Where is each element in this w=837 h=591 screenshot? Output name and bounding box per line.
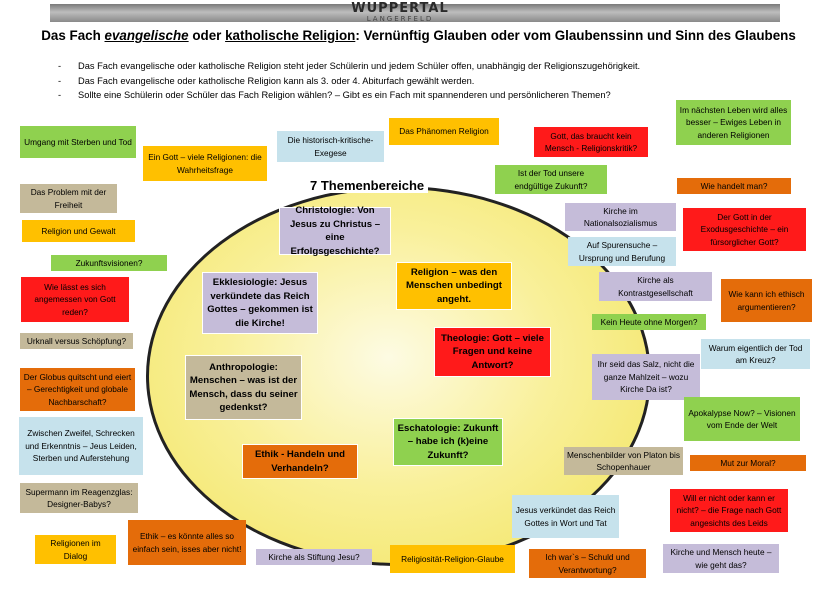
topic-box: Die historisch-kritische-Exegese <box>277 131 384 162</box>
topic-box: Kein Heute ohne Morgen? <box>592 314 706 330</box>
topic-box: Will er nicht oder kann er nicht? – die … <box>670 489 788 532</box>
topic-box: Urknall versus Schöpfung? <box>20 333 133 349</box>
core-topic-theologie: Theologie: Gott – viele Fragen und keine… <box>434 327 551 377</box>
themes-title: 7 Themenbereiche <box>306 178 429 193</box>
school-logo: WUPPERTAL LANGERFELD <box>340 2 460 23</box>
topic-box: Kirche im Nationalsozialismus <box>565 203 676 231</box>
intro-item: Sollte eine Schülerin oder Schüler das F… <box>58 88 640 103</box>
topic-box: Jesus verkündet das Reich Gottes in Wort… <box>512 495 619 538</box>
topic-box: Ich war`s – Schuld und Verantwortung? <box>529 549 646 578</box>
topic-box: Religionen im Dialog <box>35 535 116 564</box>
core-topic-anthropologie: Anthropologie: Menschen – was ist der Me… <box>185 355 302 420</box>
topic-box: Ihr seid das Salz, nicht die ganze Mahlz… <box>592 354 700 400</box>
topic-box: Der Globus quitscht und eiert – Gerechti… <box>20 368 135 411</box>
logo-sub: LANGERFELD <box>366 15 434 23</box>
topic-box: Der Gott in der Exodusgeschichte – ein f… <box>683 208 806 251</box>
core-topic-religion: Religion – was den Menschen unbedingt an… <box>396 262 512 310</box>
topic-box: Warum eigentlich der Tod am Kreuz? <box>701 339 810 369</box>
topic-box: Kirche als Stiftung Jesu? <box>256 549 372 565</box>
logo-main: WUPPERTAL <box>351 1 449 16</box>
topic-box: Ist der Tod unsere endgültige Zukunft? <box>495 165 607 194</box>
header-bar <box>50 4 780 22</box>
topic-box: Kirche als Kontrastgesellschaft <box>599 272 712 301</box>
topic-box: Mut zur Moral? <box>690 455 806 471</box>
topic-box: Wie handelt man? <box>677 178 791 194</box>
topic-box: Zukunftsvisionen? <box>51 255 167 271</box>
core-topic-ekklesiologie: Ekklesiologie: Jesus verkündete das Reic… <box>202 272 318 334</box>
intro-list: Das Fach evangelische oder katholische R… <box>58 59 640 103</box>
topic-box: Gott, das braucht kein Mensch - Religion… <box>534 127 648 157</box>
page-title: Das Fach evangelische oder katholische R… <box>41 28 796 43</box>
topic-box: Auf Spurensuche – Ursprung und Berufung <box>568 237 676 266</box>
topic-box: Kirche und Mensch heute – wie geht das? <box>663 544 779 573</box>
topic-box: Menschenbilder von Platon bis Schopenhau… <box>564 447 683 475</box>
topic-box: Ein Gott – viele Religionen: die Wahrhei… <box>143 146 267 181</box>
core-topic-ethik: Ethik - Handeln und Verhandeln? <box>242 444 358 479</box>
topic-box: Religion und Gewalt <box>22 220 135 242</box>
topic-box: Wie kann ich ethisch argumentieren? <box>721 279 812 322</box>
intro-item: Das Fach evangelische oder katholische R… <box>58 59 640 74</box>
topic-box: Wie lässt es sich angemessen von Gott re… <box>21 277 129 322</box>
topic-box: Apokalypse Now? – Visionen vom Ende der … <box>684 397 800 441</box>
intro-item: Das Fach evangelische oder katholische R… <box>58 74 640 89</box>
topic-box: Das Phänomen Religion <box>389 118 499 145</box>
topic-box: Supermann im Reagenzglas: Designer-Babys… <box>20 483 138 513</box>
topic-box: Zwischen Zweifel, Schrecken und Erkenntn… <box>19 417 143 475</box>
topic-box: Im nächsten Leben wird alles besser – Ew… <box>676 100 791 145</box>
topic-box: Umgang mit Sterben und Tod <box>20 126 136 158</box>
core-topic-eschatologie: Eschatologie: Zukunft – habe ich (k)eine… <box>393 418 503 466</box>
topic-box: Religiosität-Religion-Glaube <box>390 545 515 573</box>
topic-box: Ethik – es könnte alles so einfach sein,… <box>128 520 246 565</box>
topic-box: Das Problem mit der Freiheit <box>20 184 117 213</box>
core-topic-christologie: Christologie: Von Jesus zu Christus – ei… <box>279 205 391 257</box>
